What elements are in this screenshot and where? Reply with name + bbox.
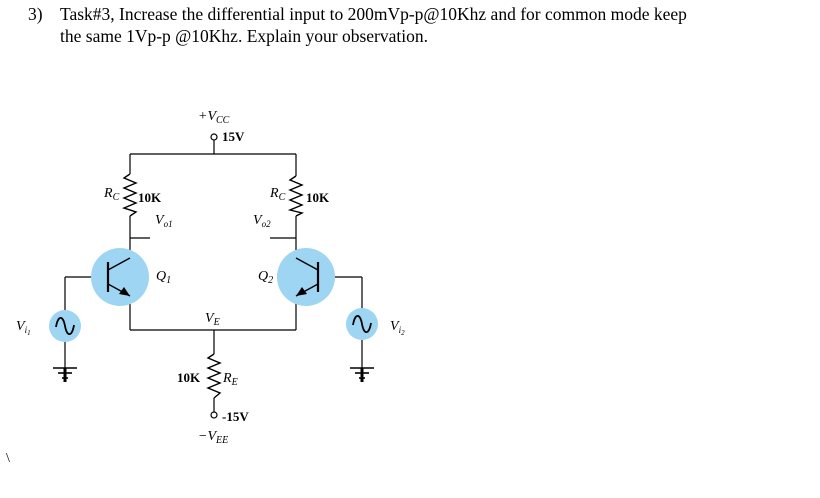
vcc-terminal [210, 133, 218, 141]
wires [64, 140, 363, 412]
rc-right-label: RC [269, 186, 286, 203]
vcc-value: 15V [222, 129, 245, 144]
vi2-label: Vi2 [390, 319, 405, 337]
q1-transistor [91, 248, 149, 306]
rc-left-label: RC [103, 186, 120, 203]
rc-right-value: 10K [306, 190, 330, 205]
vi1-ac-source [49, 310, 81, 342]
vcc-label: +VCC [198, 109, 230, 126]
vo2-label: Vo2 [253, 213, 271, 229]
vi2-ac-source [346, 308, 378, 340]
vi1-label: Vi1 [16, 319, 31, 337]
question-line-2: the same 1Vp-p @10Khz. Explain your obse… [60, 26, 428, 46]
q1-label: Q1 [156, 269, 171, 286]
ground-left-icon [53, 367, 77, 382]
rc-right-resistor [287, 175, 305, 217]
ve-label: VE [205, 311, 220, 328]
q2-transistor [277, 248, 335, 306]
vee-value: -15V [222, 409, 249, 424]
vo1-label: Vo1 [155, 213, 173, 229]
re-resistor [206, 353, 222, 399]
rc-left-value: 10K [138, 190, 162, 205]
vee-terminal [210, 411, 218, 419]
question-number: 3) [28, 4, 43, 24]
q2-label: Q2 [258, 269, 273, 286]
re-value: 10K [177, 370, 201, 385]
rc-left-resistor [122, 173, 138, 217]
ground-right-icon [350, 367, 374, 382]
re-label: RE [222, 371, 238, 388]
question-line-1: Task#3, Increase the differential input … [60, 4, 687, 24]
vee-label: −VEE [198, 429, 228, 446]
stray-backslash: \ [6, 451, 10, 466]
